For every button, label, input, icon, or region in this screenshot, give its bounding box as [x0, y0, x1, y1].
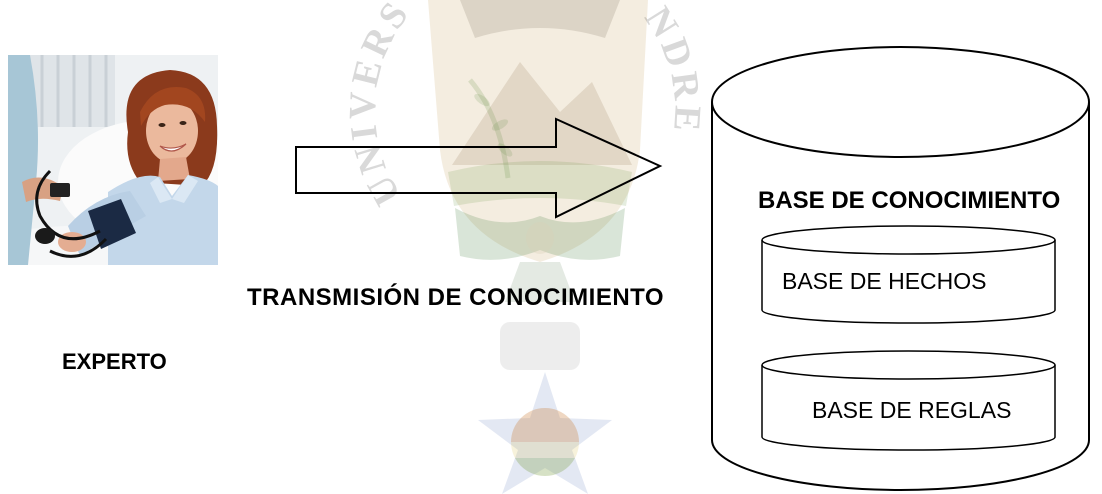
seal-medal-disc [511, 408, 579, 476]
seal-olive-branch [468, 78, 511, 179]
photo-eye-left [158, 123, 166, 127]
knowledge-base-cylinder [711, 46, 1090, 491]
knowledge-base-top [711, 46, 1090, 158]
facts-base-cylinder [761, 225, 1056, 324]
expert-photo [8, 55, 218, 265]
seal-leaf [491, 119, 509, 131]
rules-base-body [761, 365, 1056, 451]
seal-ribbon [455, 208, 625, 260]
seal-mountain [452, 62, 632, 165]
seal-block [500, 322, 580, 370]
seal-condor [460, 0, 620, 38]
university-seal-watermark: UNIVERS NDRE [342, 0, 708, 494]
seal-tassel [505, 262, 575, 302]
photo-bulb [35, 228, 55, 244]
photo-collar-right [172, 175, 198, 203]
seal-medal [478, 372, 612, 494]
seal-medal-red [511, 408, 579, 442]
photo-patient-hand [58, 232, 86, 252]
expert-label: EXPERTO [62, 349, 167, 374]
facts-base-label: BASE DE HECHOS [782, 268, 987, 294]
photo-nurse-scrubs [8, 55, 38, 265]
seal-leaf [474, 93, 490, 107]
photo-bp-cuff [88, 199, 136, 249]
seal-medal-star [478, 372, 612, 494]
knowledge-base-body [711, 102, 1090, 491]
facts-base-body [761, 240, 1056, 324]
seal-lettering-right-path: NDRE [636, 0, 704, 136]
photo-tube [35, 169, 101, 241]
photo-hair-fringe [140, 87, 206, 126]
seal-shield [428, 0, 648, 262]
seal-field [448, 161, 632, 206]
photo-collar-left [150, 177, 172, 203]
transmission-label: TRANSMISIÓN DE CONOCIMIENTO [247, 284, 665, 311]
photo-tube [49, 237, 108, 258]
seal-medal-green [515, 458, 575, 476]
seal-lettering-left: UNIVERS [342, 0, 419, 212]
photo-blind-slats [40, 55, 108, 127]
photo-eye-right [179, 121, 187, 125]
seal-knot [526, 222, 554, 254]
photo-face [146, 99, 198, 163]
photo-smile [159, 143, 187, 152]
rules-base-cylinder [761, 350, 1056, 451]
facts-base-top [761, 225, 1056, 255]
rules-base-top [761, 350, 1056, 380]
photo-gauge [50, 183, 70, 197]
seal-lettering-right: NDRE [636, 0, 708, 136]
photo-neck [158, 157, 190, 181]
knowledge-base-title: BASE DE CONOCIMIENTO [758, 187, 1061, 214]
transmission-arrow-icon [295, 117, 663, 219]
seal-lettering-left-path: UNIVERS [342, 0, 415, 212]
photo-shirt [108, 175, 218, 265]
rules-base-label: BASE DE REGLAS [812, 397, 1012, 423]
